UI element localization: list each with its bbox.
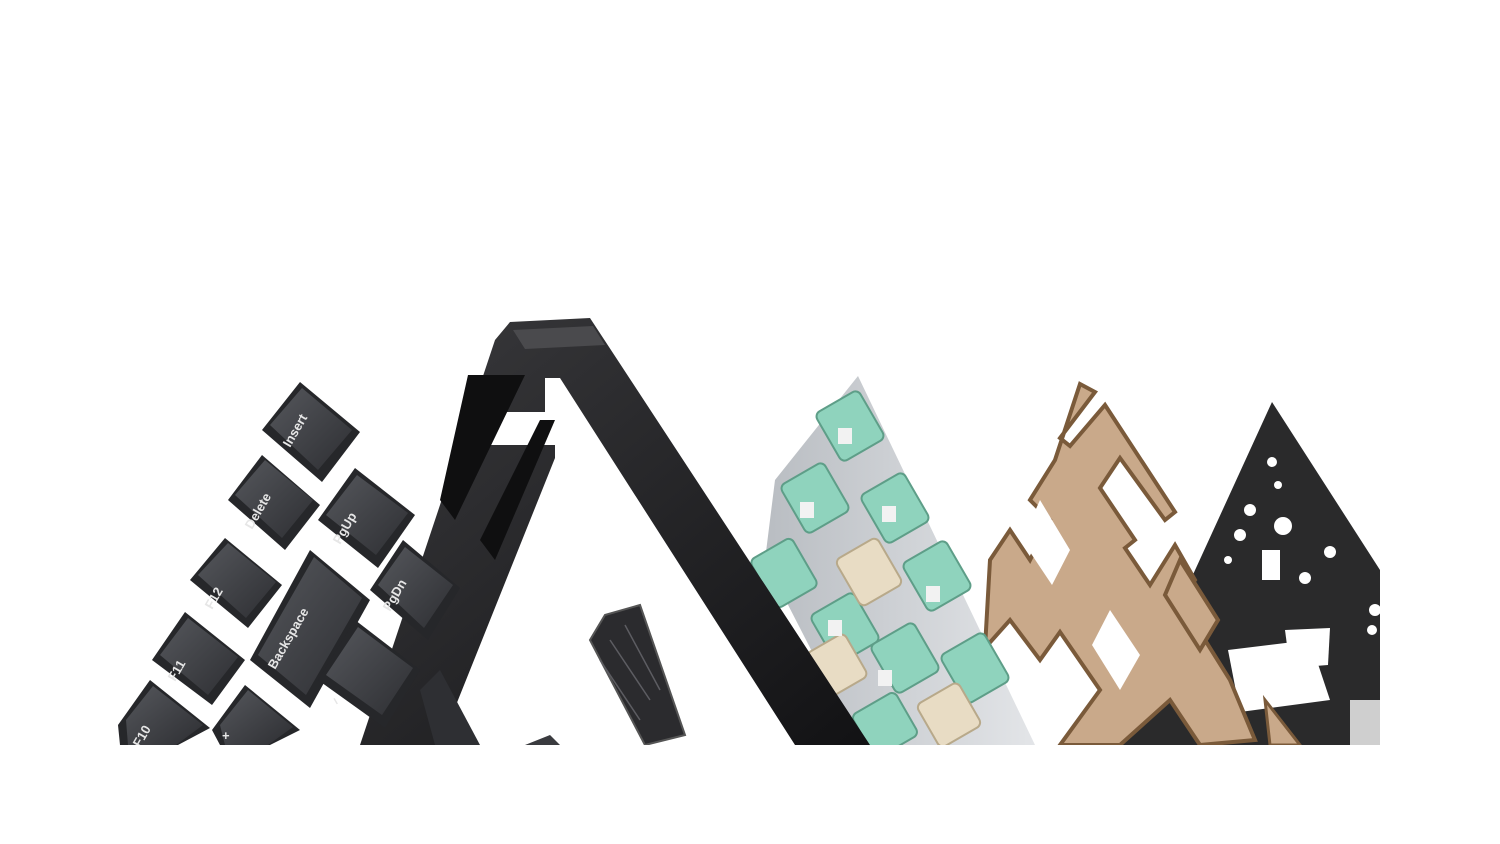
keycap-pgdn: PgDn (370, 540, 460, 640)
keycap-insert: Insert (262, 382, 360, 482)
switch-row (750, 390, 1010, 745)
keycap-legend-minus: − (327, 694, 344, 708)
case-frame (360, 318, 870, 745)
keycap-legend-plus: + (222, 728, 230, 743)
switch-plate (750, 376, 1035, 745)
keycap-f10: F10 (118, 680, 210, 745)
keycaps: Insert Delete PgUp F12 Backspace (118, 382, 560, 745)
keycap-delete: Delete (228, 455, 320, 550)
keycap-plus: + (212, 685, 300, 745)
keycap-f12: F12 (190, 538, 282, 628)
keycap-pgup: PgUp (318, 468, 415, 568)
foam-layer (982, 381, 1302, 745)
case-badge (588, 603, 687, 745)
keycap-f11: F11 (152, 612, 245, 705)
